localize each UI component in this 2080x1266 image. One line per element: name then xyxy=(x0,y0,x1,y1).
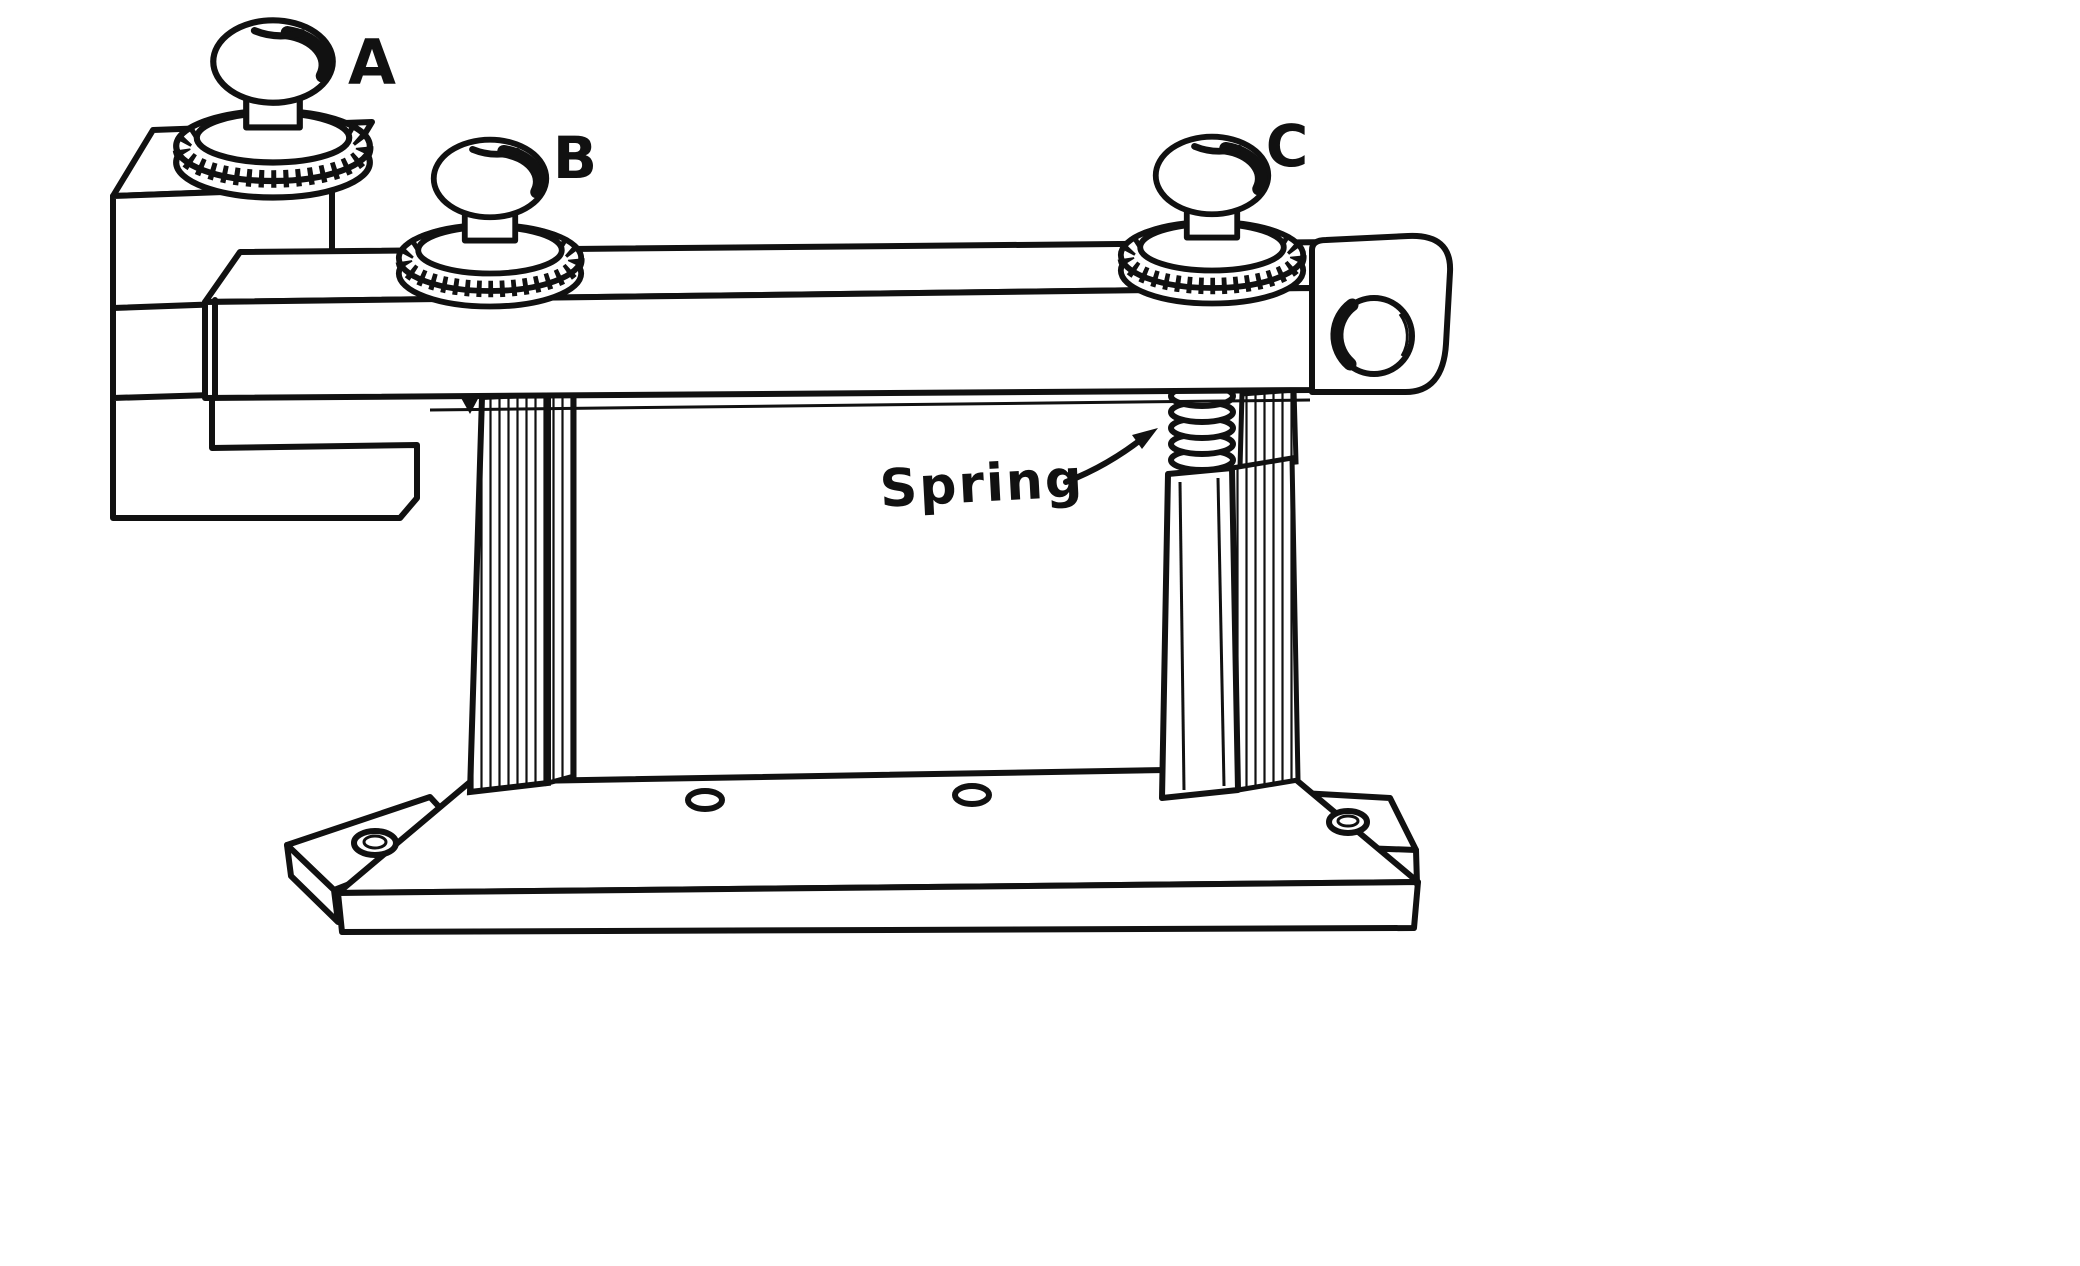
right-foot-hole xyxy=(1326,808,1370,836)
label-part-a: A xyxy=(348,26,396,99)
thumb-nut-a xyxy=(176,20,370,197)
label-part-c: C xyxy=(1266,112,1309,180)
pivot-hole-shade xyxy=(1330,298,1359,371)
label-spring: Spring xyxy=(878,449,1085,520)
contact-screw-tip xyxy=(460,395,480,414)
spring-coil xyxy=(1168,383,1236,473)
base-screw-hole-left xyxy=(685,788,725,812)
right-column-front-face xyxy=(1159,465,1241,801)
left-bracket xyxy=(110,297,420,521)
right-column-shade-line xyxy=(1178,481,1186,791)
base-front-face xyxy=(335,879,1421,935)
right-support-column xyxy=(1159,387,1301,801)
bracket-plate xyxy=(110,297,420,521)
spring-callout: Spring xyxy=(878,428,1158,520)
spring-arrowhead-icon xyxy=(1132,428,1158,449)
left-column-front-face xyxy=(466,390,551,796)
right-foot-hole-inner xyxy=(1336,814,1360,828)
right-column-side-face xyxy=(1229,455,1301,793)
right-foot-edge xyxy=(1413,847,1420,887)
left-support-column xyxy=(466,388,577,796)
label-part-b: B xyxy=(553,124,597,192)
left-foot-hole xyxy=(351,828,399,858)
pivot-hole-highlight xyxy=(1398,313,1409,357)
left-column-side-face xyxy=(545,388,577,787)
bar-front-face xyxy=(202,285,1315,401)
bar-bottom-edge xyxy=(429,398,1311,412)
right-column-shade-line xyxy=(1216,477,1226,787)
left-foot-hole-inner xyxy=(362,834,388,850)
base-plate xyxy=(284,765,1421,935)
base-screw-hole-right xyxy=(952,783,992,807)
